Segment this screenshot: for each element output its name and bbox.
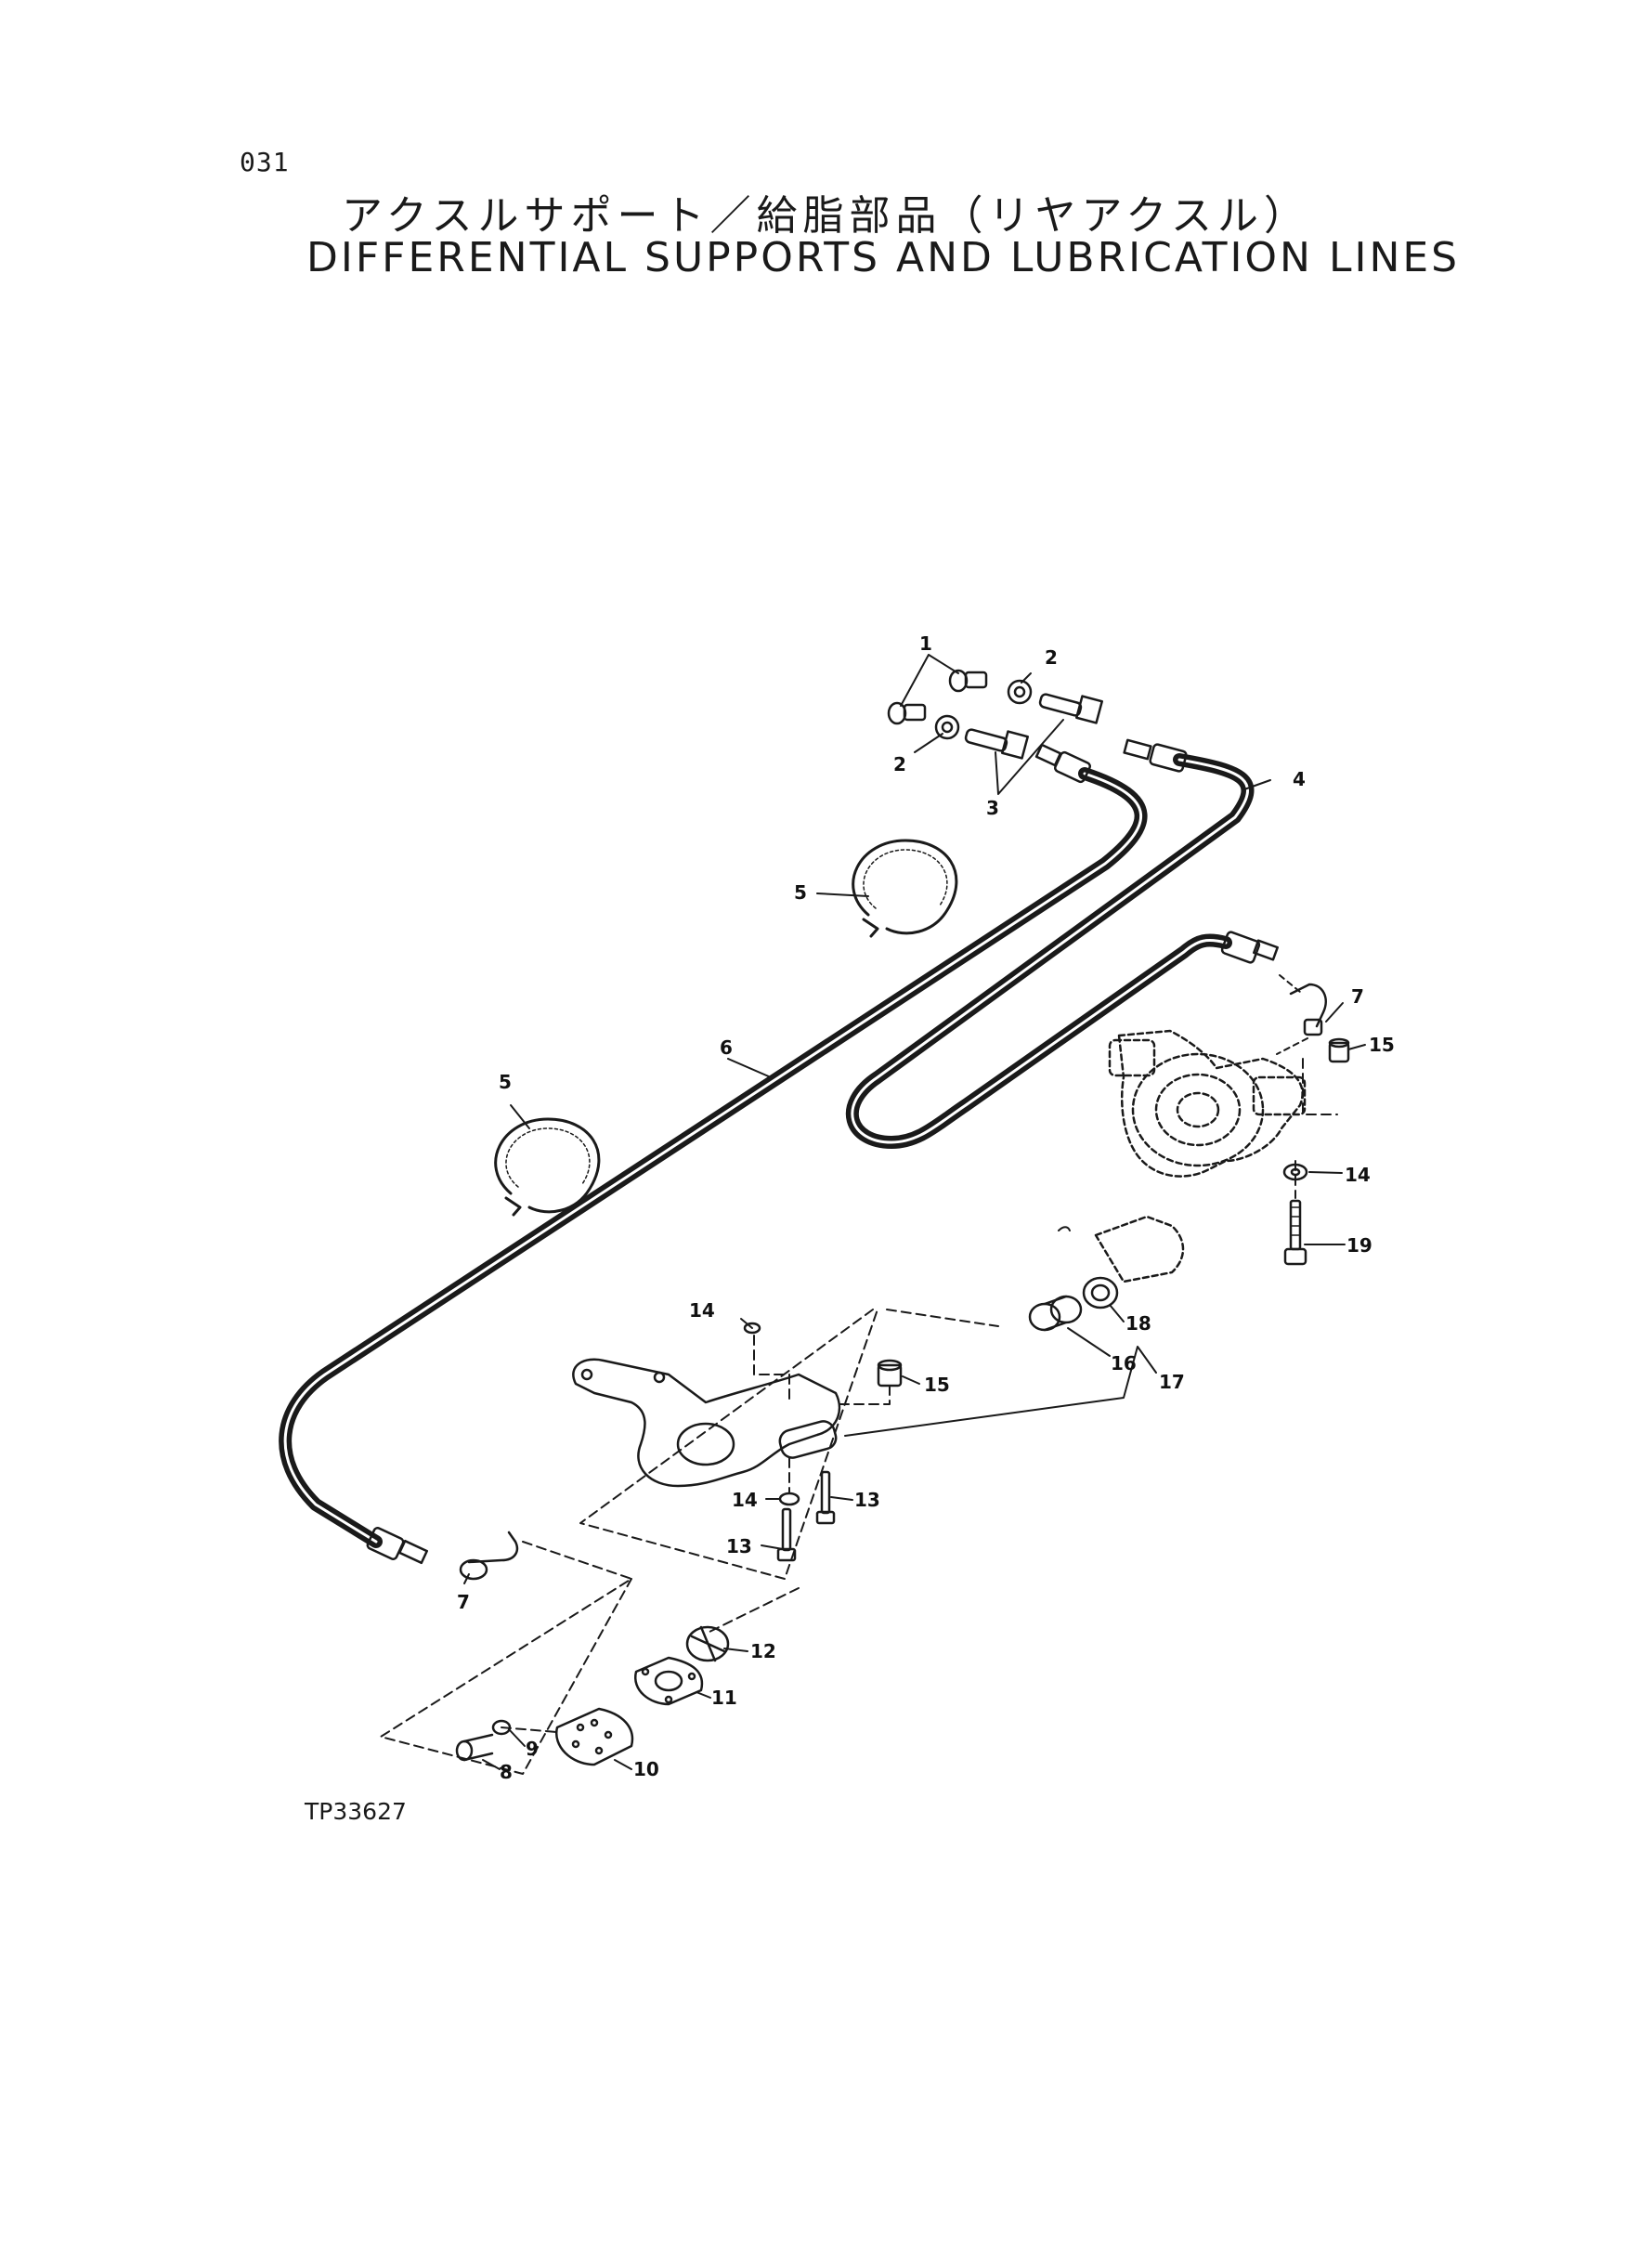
differential-housing <box>1108 1029 1307 1178</box>
bolt-8 <box>455 1733 494 1762</box>
leader-hose-4-elbow <box>1279 974 1301 993</box>
hose-fitting-end-4 <box>1220 931 1279 964</box>
callout-8: 8 <box>500 1761 513 1783</box>
callout-5-upper: 5 <box>794 881 807 904</box>
callout-9: 9 <box>526 1738 539 1760</box>
callout-18: 18 <box>1125 1312 1151 1335</box>
callout-1: 1 <box>919 632 932 655</box>
callout-14-upper: 14 <box>1345 1164 1371 1186</box>
washer-14-mid-upper <box>743 1322 761 1335</box>
page-number: 031 <box>240 147 290 177</box>
hose-clamp-5-upper <box>852 839 958 938</box>
bushing-18 <box>1082 1276 1119 1309</box>
hose-clamp-5-lower <box>494 1117 601 1217</box>
callout-12: 12 <box>750 1640 776 1662</box>
callout-2-upper: 2 <box>1045 646 1058 669</box>
nut-15-mid <box>877 1359 903 1388</box>
callout-10: 10 <box>633 1758 659 1780</box>
title-japanese: アクスルサポート／給脂部品（リヤアクスル） <box>342 192 1310 240</box>
callout-6: 6 <box>720 1036 733 1059</box>
callout-17: 17 <box>1159 1371 1185 1393</box>
callout-11: 11 <box>711 1687 737 1709</box>
callout-7-lower: 7 <box>457 1591 470 1613</box>
callout-7-upper: 7 <box>1351 985 1364 1008</box>
fitting-1-upper <box>948 669 988 693</box>
plate-10 <box>554 1707 634 1766</box>
elbow-fitting-7-lower <box>459 1531 519 1581</box>
assembly-dashed-lines <box>380 1058 1338 1775</box>
nut-15-upper <box>1328 1037 1350 1063</box>
lube-line-4-core <box>851 758 1249 1144</box>
nut-2-lower <box>934 714 960 740</box>
title-english: DIFFERENTIAL SUPPORTS AND LUBRICATION LI… <box>306 234 1461 281</box>
fitting-3-upper <box>1038 693 1103 724</box>
callout-2-lower: 2 <box>893 753 906 775</box>
callout-13-left: 13 <box>726 1535 752 1557</box>
callout-4: 4 <box>1293 768 1306 790</box>
support-bracket-17 <box>572 1358 841 1488</box>
fitting-3-lower <box>964 728 1029 760</box>
washer-14-mid-lower <box>778 1492 800 1506</box>
callout-14-mid-lower: 14 <box>732 1489 758 1511</box>
callout-15-upper: 15 <box>1369 1034 1395 1056</box>
support-pin <box>1058 1215 1185 1283</box>
callout-5-lower: 5 <box>499 1071 512 1093</box>
bushing-16 <box>1028 1295 1083 1332</box>
callout-14-mid-upper: 14 <box>689 1299 715 1322</box>
leader-7-upper <box>1276 1037 1308 1055</box>
hose-fitting-top-6 <box>1034 743 1091 784</box>
callout-13-right: 13 <box>854 1489 880 1511</box>
figure-id: TP33627 <box>305 1798 407 1825</box>
elbow-fitting-7-upper <box>1289 983 1327 1036</box>
callout-labels: 1 2 2 3 4 5 5 6 7 7 8 9 10 11 12 13 13 1… <box>457 632 1395 1783</box>
cover-12 <box>685 1625 730 1662</box>
bolt-19 <box>1283 1199 1307 1266</box>
callout-3: 3 <box>986 797 999 819</box>
hose-fitting-top-4 <box>1123 738 1188 773</box>
callout-15-mid: 15 <box>924 1374 950 1396</box>
callout-19: 19 <box>1346 1234 1372 1257</box>
callout-16: 16 <box>1111 1352 1137 1375</box>
leader-lines <box>463 654 1366 1770</box>
hose-fitting-end-6 <box>366 1527 428 1565</box>
nut-2-upper <box>1007 679 1033 705</box>
lube-line-6-core <box>283 772 1142 1544</box>
bolt-13-left <box>776 1507 797 1562</box>
gasket-11 <box>633 1656 704 1706</box>
fitting-1-lower <box>887 701 927 725</box>
bolt-13-right <box>815 1470 836 1525</box>
